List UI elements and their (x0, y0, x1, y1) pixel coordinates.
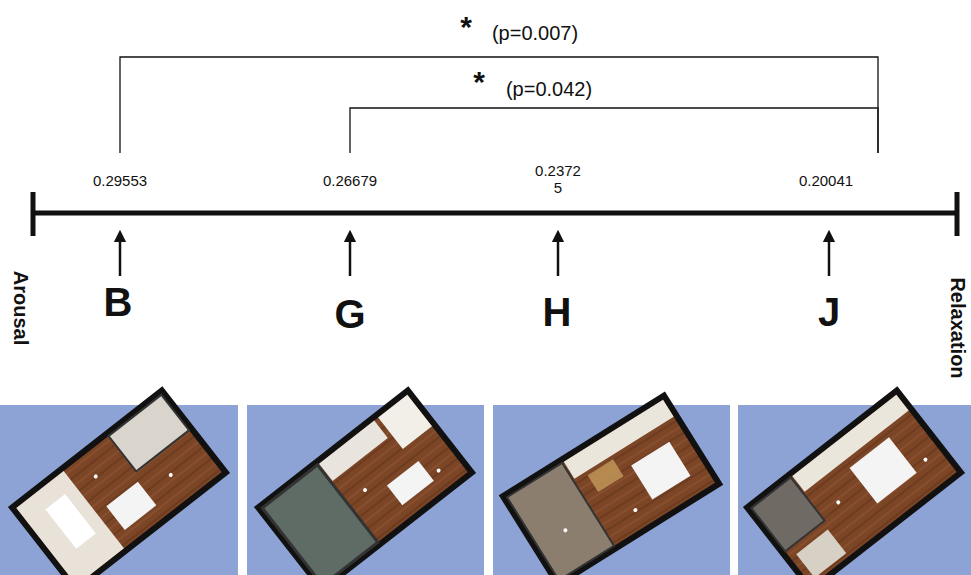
condition-letter: B (104, 279, 133, 325)
p-value: (p=0.007) (492, 22, 578, 45)
condition-letter: G (334, 291, 365, 337)
score-value: 0.26679 (323, 172, 377, 189)
significance-star: * (473, 65, 485, 100)
p-value: (p=0.042) (506, 78, 592, 101)
score-value: 0.20041 (799, 172, 853, 189)
room-illustration (0, 391, 971, 575)
condition-letter: J (818, 289, 840, 335)
score-value: 0.29553 (93, 172, 147, 189)
significance-star: * (460, 10, 472, 45)
axis-end-label: Relaxation (945, 277, 968, 378)
score-value: 0.2372 5 (531, 162, 585, 197)
axis-end-label: Arousal (9, 271, 32, 345)
significance-bracket (120, 57, 878, 153)
condition-letter: H (543, 289, 572, 335)
axis (33, 192, 957, 236)
pointer-arrow (120, 236, 829, 276)
